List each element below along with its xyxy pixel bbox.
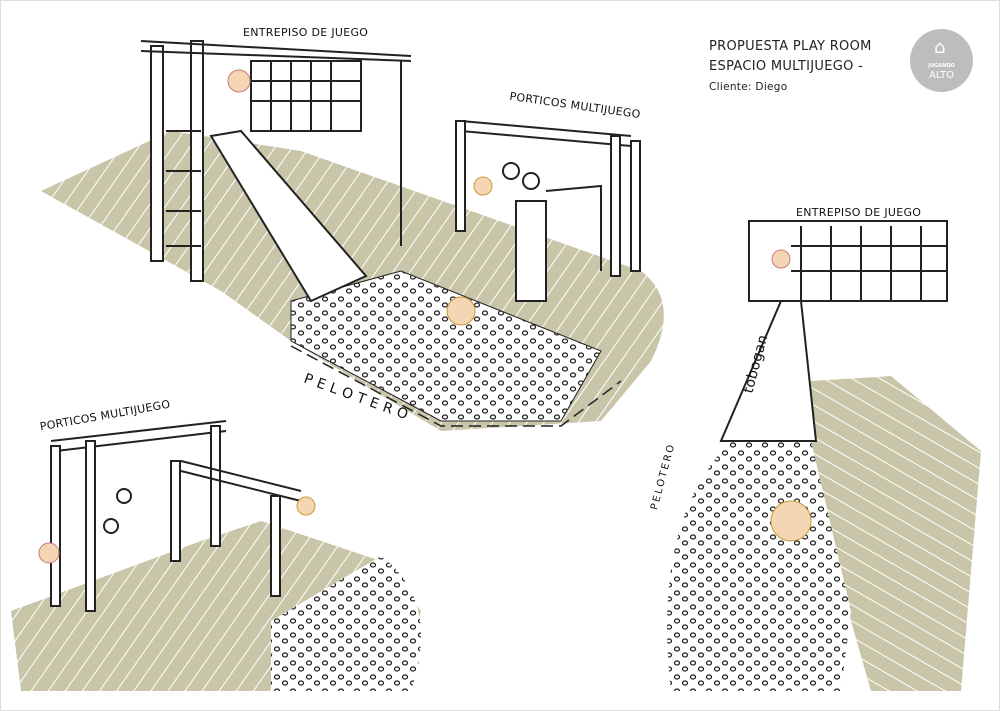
right-pelotero <box>667 441 851 691</box>
right-entrepiso-structure <box>719 220 948 442</box>
porticos-main-structure <box>455 120 641 302</box>
bottom-left-pelotero <box>271 556 421 691</box>
label-entrepiso-right: ENTREPISO DE JUEGO <box>796 206 922 219</box>
porticos-bottom-structure <box>50 420 302 612</box>
title-line-1: PROPUESTA PLAY ROOM <box>709 39 872 54</box>
pelotero-dashed-outline <box>290 345 622 427</box>
main-pelotero <box>290 270 602 422</box>
label-entrepiso-main: ENTREPISO DE JUEGO <box>243 26 369 39</box>
client-name: Cliente: Diego <box>709 81 788 93</box>
logo-text-bottom: ALTO <box>928 70 954 81</box>
proposal-title: PROPUESTA PLAY ROOM ESPACIO MULTIJUEGO -… <box>709 37 872 97</box>
house-icon: ⌂ <box>934 37 946 58</box>
jugando-alto-logo: ⌂ JUGANDO ALTO <box>910 29 973 92</box>
title-line-2: ESPACIO MULTIJUEGO - <box>709 59 864 74</box>
entrepiso-structure <box>140 40 412 303</box>
right-floor <box>811 376 981 691</box>
logo-text-top: JUGANDO <box>928 63 955 69</box>
child-figures <box>38 69 812 564</box>
